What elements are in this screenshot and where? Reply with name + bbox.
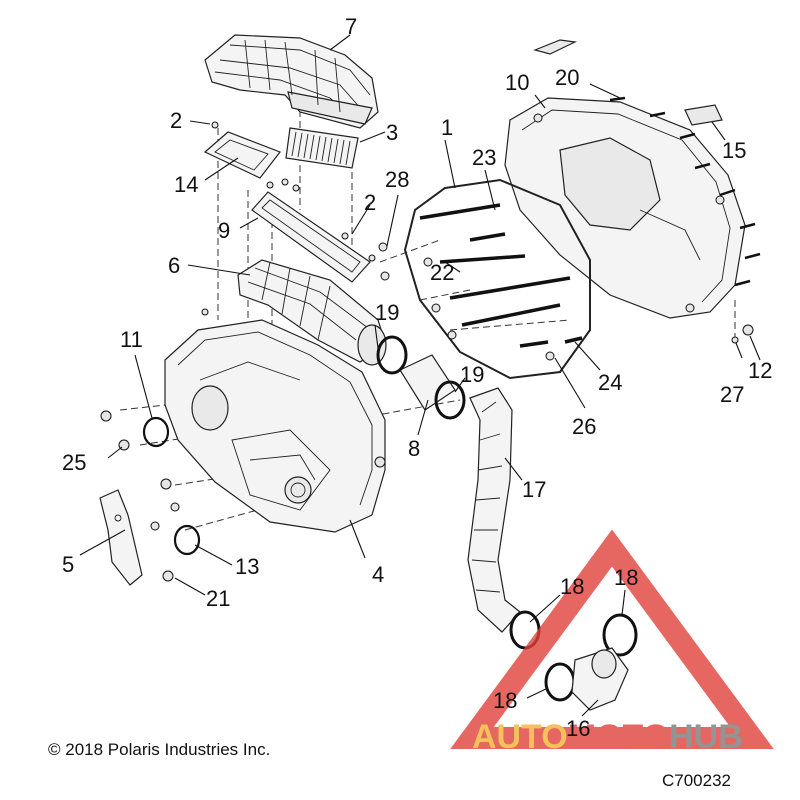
callout-18a: 18: [560, 574, 584, 599]
callout-13: 13: [235, 554, 259, 579]
copyright-text: © 2018 Polaris Industries Inc.: [48, 740, 270, 759]
part-7-intake-duct: [204, 34, 379, 129]
part-3-screen: [285, 127, 359, 169]
svg-text:AUTOMOTOHUB: AUTOMOTOHUB: [472, 718, 743, 756]
callout-6: 6: [168, 253, 180, 278]
callout-12: 12: [748, 358, 772, 383]
callout-17: 17: [522, 477, 546, 502]
part-16-boot: [571, 647, 629, 711]
part-1-outer-gasket: [403, 178, 591, 380]
callout-25: 25: [62, 450, 86, 475]
part-14-plate: [203, 131, 281, 179]
bolts-long: [380, 203, 583, 361]
small-hardware: [211, 121, 388, 262]
part-5-bracket: [99, 489, 143, 586]
callout-9: 9: [218, 218, 230, 243]
callout-16: 16: [566, 716, 590, 741]
callout-26: 26: [572, 414, 596, 439]
callouts: 7 2 3 14 9 2 28 6 19 11 1 23 10 20 15 22…: [62, 14, 772, 741]
callout-11: 11: [120, 327, 143, 352]
callout-27: 27: [720, 382, 744, 407]
callout-22: 22: [430, 260, 454, 285]
callout-2a: 2: [170, 108, 182, 133]
callout-20: 20: [555, 65, 579, 90]
part-10-outer-cover: [504, 97, 746, 319]
part-9-gasket: [251, 178, 371, 283]
part-8-coupler: [376, 335, 466, 420]
callout-19a: 19: [375, 300, 399, 325]
part-15-decal: [533, 39, 723, 126]
leader-lines: [79, 34, 761, 717]
callout-21: 21: [206, 586, 230, 611]
callout-18b: 18: [614, 565, 638, 590]
callout-23: 23: [472, 145, 496, 170]
bolts-small-outer: [609, 96, 761, 287]
watermark-hub: HUB: [669, 718, 743, 756]
part-17-hose: [467, 387, 521, 633]
part-4-inner-cover: [164, 319, 386, 533]
callout-19b: 19: [460, 362, 484, 387]
callout-2b: 2: [364, 190, 376, 215]
callout-15: 15: [722, 138, 746, 163]
drawing-number: C700232: [662, 771, 731, 790]
callout-24: 24: [598, 370, 622, 395]
part-12-27-hardware: [731, 324, 754, 344]
callout-3: 3: [386, 120, 398, 145]
watermark-triangle: [450, 529, 774, 749]
watermark-moto: MOTO: [568, 718, 669, 756]
callout-4: 4: [372, 562, 384, 587]
callout-10: 10: [505, 70, 529, 95]
callout-1: 1: [441, 115, 453, 140]
callout-18c: 18: [493, 688, 517, 713]
callout-7: 7: [345, 14, 357, 39]
callout-28: 28: [385, 167, 409, 192]
watermark: AUTOMOTOHUB: [450, 529, 774, 756]
callout-5: 5: [62, 552, 74, 577]
callout-14: 14: [174, 172, 198, 197]
watermark-auto: AUTO: [472, 718, 568, 756]
o-rings: [142, 416, 201, 556]
callout-8: 8: [408, 436, 420, 461]
